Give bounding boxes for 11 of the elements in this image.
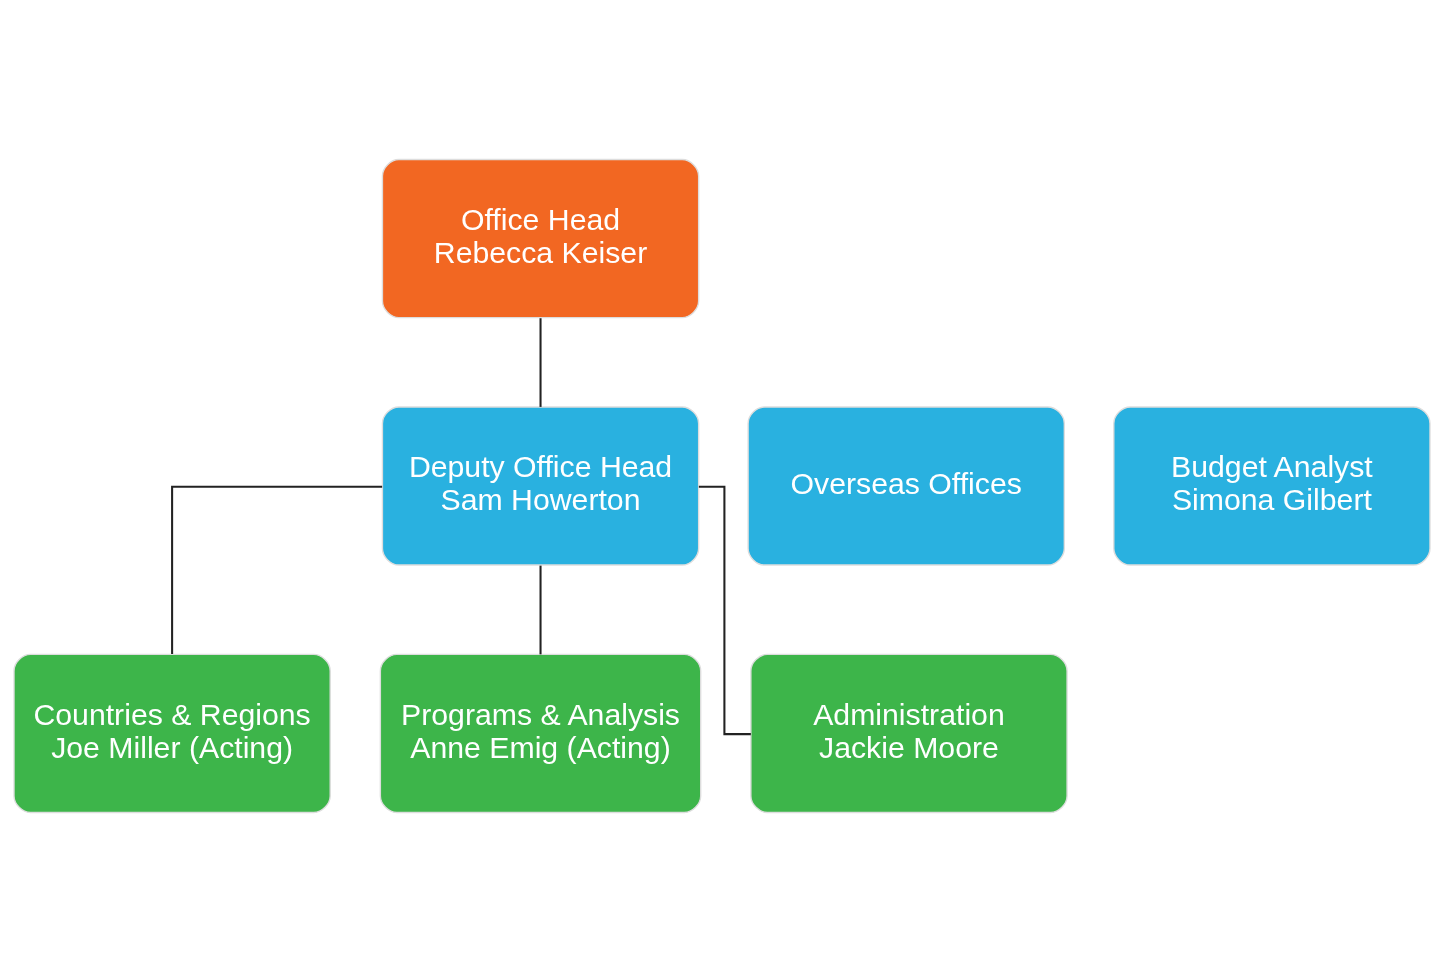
node-box: Overseas Offices [747, 406, 1065, 566]
connector [539, 565, 542, 655]
connector [698, 485, 751, 736]
node-box: Programs & Analysis Anne Emig (Acting) [379, 653, 702, 814]
node-box: Office Head Rebecca Keiser [381, 158, 700, 319]
connector [539, 318, 542, 407]
node-box: Countries & Regions Joe Miller (Acting) [13, 653, 331, 814]
connector [171, 485, 383, 654]
node-box: Deputy Office Head Sam Howerton [381, 406, 700, 566]
node-box: Budget Analyst Simona Gilbert [1113, 406, 1431, 566]
node-box: Administration Jackie Moore [750, 653, 1068, 814]
